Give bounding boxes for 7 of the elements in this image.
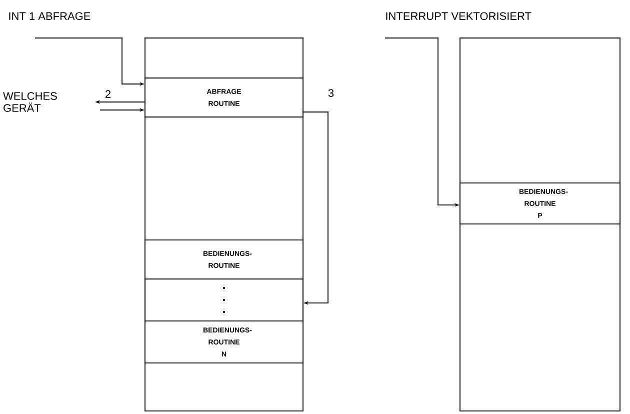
heading: INT 1 ABFRAGE <box>9 12 90 20</box>
memory-column <box>460 38 620 412</box>
heading: INTERRUPT VEKTORISIERT <box>386 12 532 20</box>
step-number: 2 <box>104 89 112 99</box>
step-number: 3 <box>326 88 336 98</box>
device-query-text: WELCHES GERÄT <box>3 92 57 112</box>
arrow <box>303 112 328 305</box>
